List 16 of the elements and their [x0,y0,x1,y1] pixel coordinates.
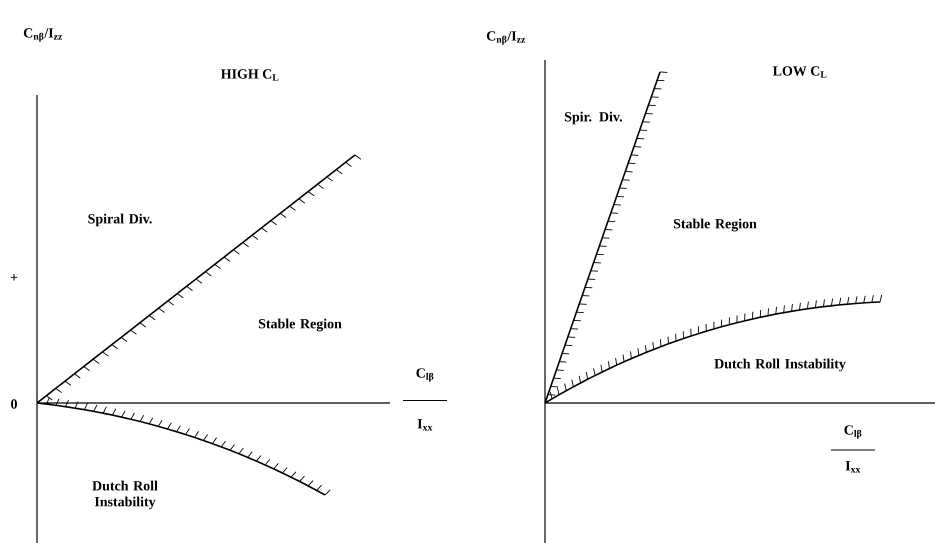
axis-label: C$_{lβ}$ [416,368,434,382]
axis-label: I$_{xx}$ [418,419,432,430]
panel-title: HIGH C$_{L}$ [220,69,278,81]
region-label: Dutch Roll Instability [714,358,846,372]
tick-label: + [10,274,18,281]
axis-label: C$_{lβ}$ [844,425,862,439]
panel-title: LOW C$_{L}$ [772,66,826,78]
region-label: Spir. Div. [564,112,622,124]
axis-label: C$_{nβ}$/I$_{zz}$ [24,28,62,42]
region-label: Stable Region [258,318,342,332]
axis-label: C$_{nβ}$/I$_{zz}$ [486,31,526,45]
region-label: Spiral Div. [88,214,152,226]
region-label: Dutch Roll Instability [92,480,158,510]
axis-label: I$_{xx}$ [846,461,860,472]
tick-label: 0 [11,399,17,409]
region-label: Stable Region [674,218,757,232]
